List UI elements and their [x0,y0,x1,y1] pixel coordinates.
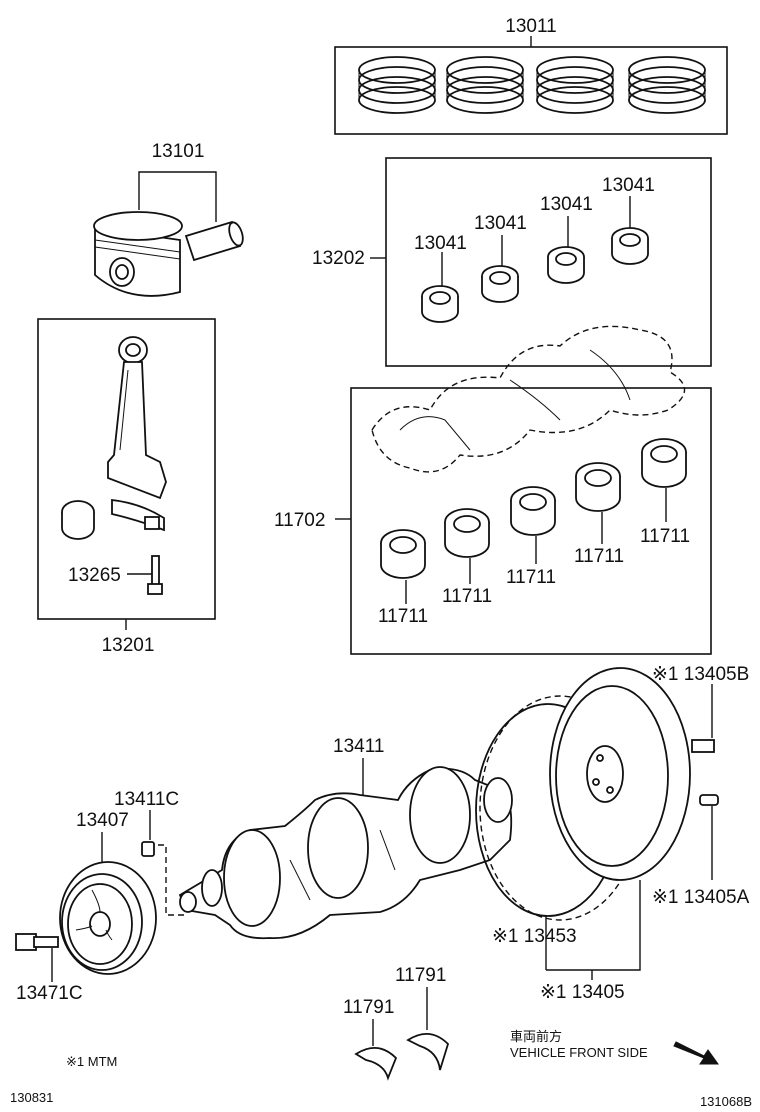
label-crank-key[interactable]: 13411C [114,789,179,810]
figure-id: 131068B [700,1094,752,1109]
label-pulley-bolt[interactable]: 13471C [16,983,83,1004]
label-piston[interactable]: 13101 [152,141,205,162]
connecting-rod[interactable] [107,336,167,500]
label-rod-bearing-1[interactable]: 13041 [414,233,467,254]
label-thrust-washer-1[interactable]: 11791 [395,965,446,986]
label-main-bearing-3[interactable]: 11711 [506,567,556,588]
main-bearing-1[interactable] [380,529,426,579]
label-crankshaft[interactable]: 13411 [333,736,384,757]
conrod-cap[interactable] [111,498,165,532]
label-main-bearing-5[interactable]: 11711 [640,526,690,547]
label-flywheel-pin[interactable]: ※1 13405A [652,887,750,908]
rod-bearing-4[interactable] [611,227,649,265]
direction-en: VEHICLE FRONT SIDE [510,1045,648,1060]
rod-bearing-group: 13202 13041 13041 13041 13041 [312,157,712,367]
conrod-bolt[interactable] [147,555,163,595]
vehicle-front-indicator: 車両前方 VEHICLE FRONT SIDE [510,1029,719,1065]
label-conrod-assy[interactable]: 13201 [102,635,155,656]
flywheel[interactable] [549,667,691,881]
label-thrust-washer-2[interactable]: 11791 [343,997,394,1018]
main-bearing-3[interactable] [510,486,556,536]
footnote: ※1 MTM [66,1054,117,1069]
label-main-bearing-2[interactable]: 11711 [442,586,492,607]
main-bearing-2[interactable] [444,508,490,558]
main-bearing-box [350,387,712,655]
rod-bearing-box [385,157,712,367]
piston-group: 13101 [93,141,245,297]
label-crank-pulley[interactable]: 13407 [76,810,129,831]
flywheel-group: ※1 13405B ※1 13405A ※1 13453 ※1 13405 [475,664,750,1003]
rod-bearing-2[interactable] [481,265,519,303]
crank-key[interactable] [141,841,155,857]
piston-pin[interactable] [184,220,245,262]
label-rod-bearing-3[interactable]: 13041 [540,194,593,215]
thrust-washer-group: 11791 11791 [343,965,450,1081]
main-bearing-5[interactable] [641,438,687,488]
crankshaft-group: 13411 [178,736,513,940]
conrod-group: 13265 13201 [37,318,216,656]
main-bearing-4[interactable] [575,462,621,512]
piston[interactable] [93,211,183,297]
label-main-bearing-4[interactable]: 11711 [574,546,624,567]
thrust-washer-2[interactable] [354,1047,398,1081]
flywheel-bolt[interactable] [691,739,715,753]
pulley-bolt[interactable] [15,933,59,951]
label-flywheel-bolt[interactable]: ※1 13405B [652,664,749,685]
piston-ring-set-group: 13011 [334,16,728,135]
piston-ring-set-box [334,46,728,135]
rod-bearing-3[interactable] [547,246,585,284]
crankshaft-ghost-outline [371,325,686,473]
crank-pulley[interactable] [59,861,157,975]
conrod-bearing[interactable] [61,500,95,540]
date-code: 130831 [10,1090,53,1105]
crankshaft[interactable] [178,766,513,940]
label-ring-gear[interactable]: ※1 13453 [492,926,577,947]
label-conrod-bolt[interactable]: 13265 [68,565,121,586]
piston-ring-2[interactable] [446,56,524,114]
label-rod-bearing-set[interactable]: 13202 [312,248,365,269]
piston-ring-3[interactable] [536,56,614,114]
piston-ring-4[interactable] [628,56,706,114]
label-rod-bearing-4[interactable]: 13041 [602,175,655,196]
label-rod-bearing-2[interactable]: 13041 [474,213,527,234]
front-arrow-icon [673,1041,719,1065]
label-piston-ring-set[interactable]: 13011 [505,16,556,37]
main-bearing-group: 11702 11711 11711 11711 [274,325,712,655]
rod-bearing-1[interactable] [421,285,459,323]
label-main-bearing-set[interactable]: 11702 [274,510,325,531]
piston-ring-1[interactable] [358,56,436,114]
thrust-washer-1[interactable] [406,1033,450,1071]
label-main-bearing-1[interactable]: 11711 [378,606,428,627]
label-flywheel[interactable]: ※1 13405 [540,982,625,1003]
pulley-group: 13411C 13407 13471C [15,789,185,1004]
direction-jp: 車両前方 [510,1029,562,1044]
flywheel-pin[interactable] [699,794,719,806]
